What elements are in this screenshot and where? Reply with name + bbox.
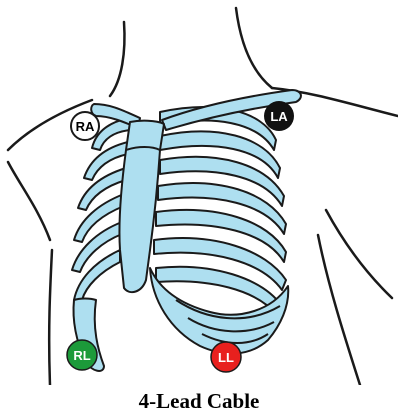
ribs-right-side [154,107,286,314]
rib-cage [72,90,301,371]
rl-label: RL [73,348,90,363]
ra-label: RA [76,119,95,134]
electrode-rl: RL [67,340,97,370]
ll-label: LL [218,350,234,365]
diagram-caption: 4-Lead Cable [0,388,398,414]
left-arm-line [8,162,50,240]
right-armpit-line [326,210,392,298]
electrode-ra: RA [71,112,99,140]
neck-right-line [236,8,272,88]
la-label: LA [270,109,288,124]
electrode-ll: LL [211,342,241,372]
neck-left-line [110,22,124,96]
electrode-la: LA [264,101,294,131]
left-flank-line [49,250,52,385]
ecg-lead-placement-diagram: RA LA RL LL [0,0,398,385]
right-flank-line [318,235,360,385]
